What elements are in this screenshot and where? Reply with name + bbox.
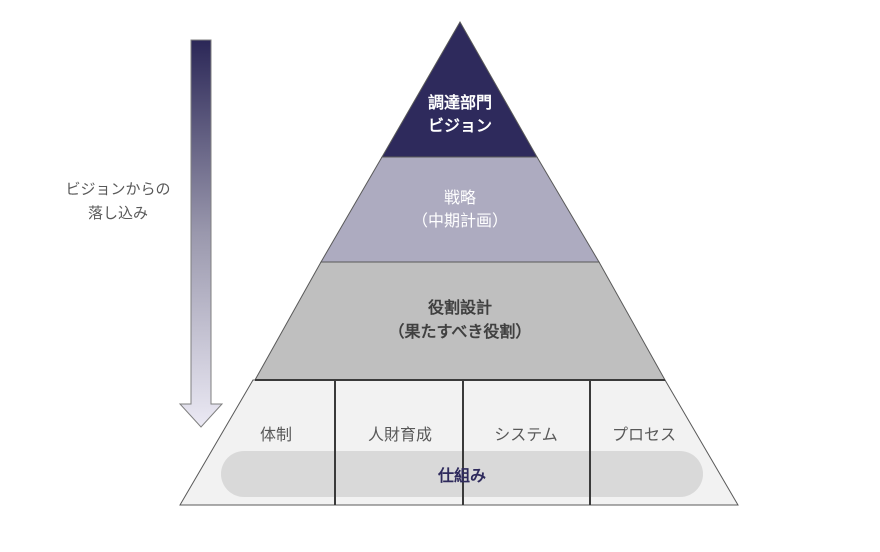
column-process: プロセス: [612, 425, 676, 444]
vision-line1: 調達部門: [428, 93, 492, 112]
tier-vision: [381, 20, 538, 158]
strategy-line1: 戦略: [444, 188, 476, 207]
vision-line2: ビジョン: [428, 116, 492, 135]
mechanisms-label: 仕組み: [437, 466, 486, 485]
strategy-line2: （中期計画）: [412, 211, 508, 230]
column-talent: 人財育成: [368, 425, 432, 444]
arrow-label-line2: 落し込み: [88, 204, 148, 222]
down-arrow: [178, 39, 224, 428]
tier-role-design: [254, 261, 666, 381]
column-organization: 体制: [260, 425, 292, 444]
tier-strategy: [320, 156, 600, 263]
role-design-line2: （果たすべき役割）: [389, 322, 532, 341]
column-system: システム: [494, 425, 558, 444]
role-design-line1: 役割設計: [428, 298, 492, 317]
arrow-label-line1: ビジョンからの: [65, 180, 170, 198]
